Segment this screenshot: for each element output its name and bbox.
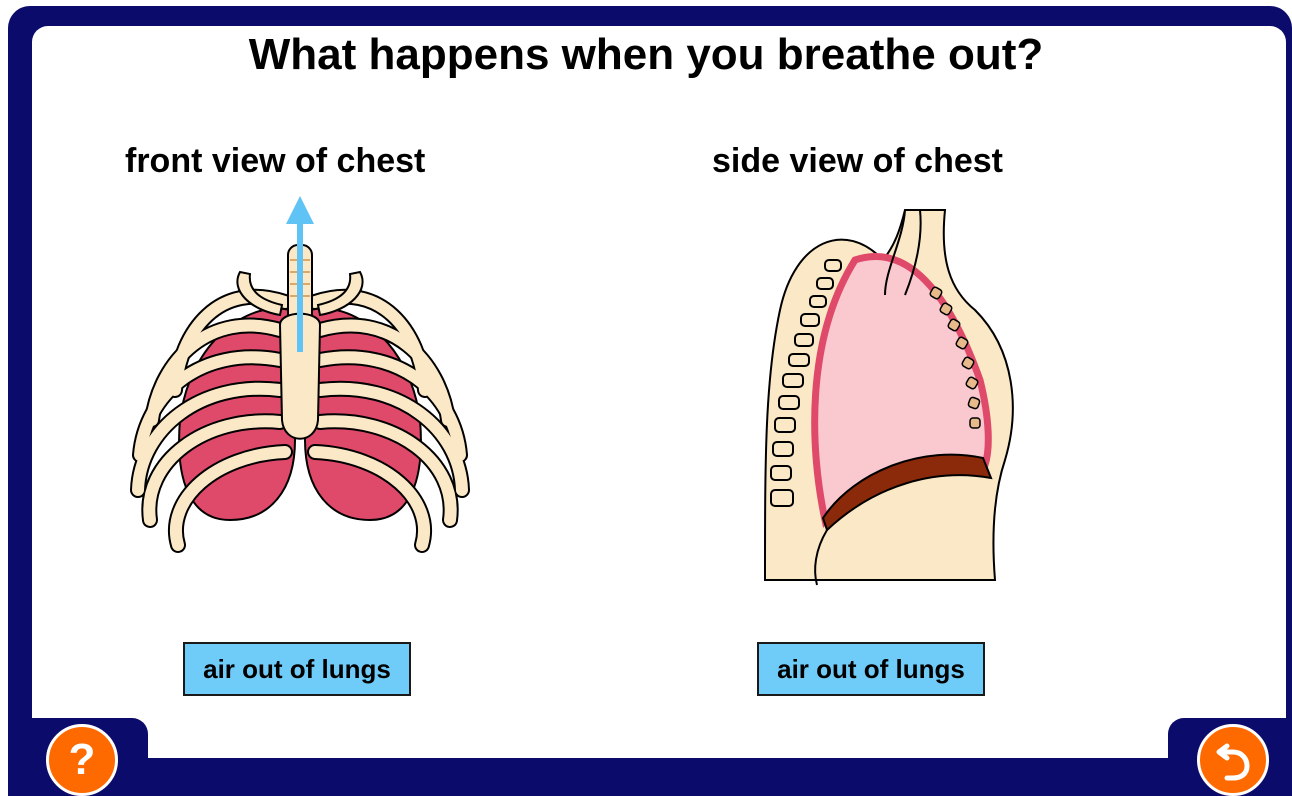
front-view-label: front view of chest bbox=[125, 142, 425, 181]
bottom-bar bbox=[8, 758, 1292, 796]
front-air-out-button[interactable]: air out of lungs bbox=[183, 642, 411, 696]
side-view-label: side view of chest bbox=[712, 142, 1003, 181]
back-button[interactable] bbox=[1197, 724, 1269, 796]
help-button[interactable]: ? bbox=[46, 724, 118, 796]
page-title: What happens when you breathe out? bbox=[0, 30, 1292, 80]
return-arrow-icon bbox=[1213, 738, 1253, 782]
question-mark-icon: ? bbox=[69, 735, 96, 785]
side-air-out-button[interactable]: air out of lungs bbox=[757, 642, 985, 696]
side-view-chest-diagram bbox=[755, 200, 1025, 595]
front-view-ribcage-diagram bbox=[120, 190, 480, 580]
